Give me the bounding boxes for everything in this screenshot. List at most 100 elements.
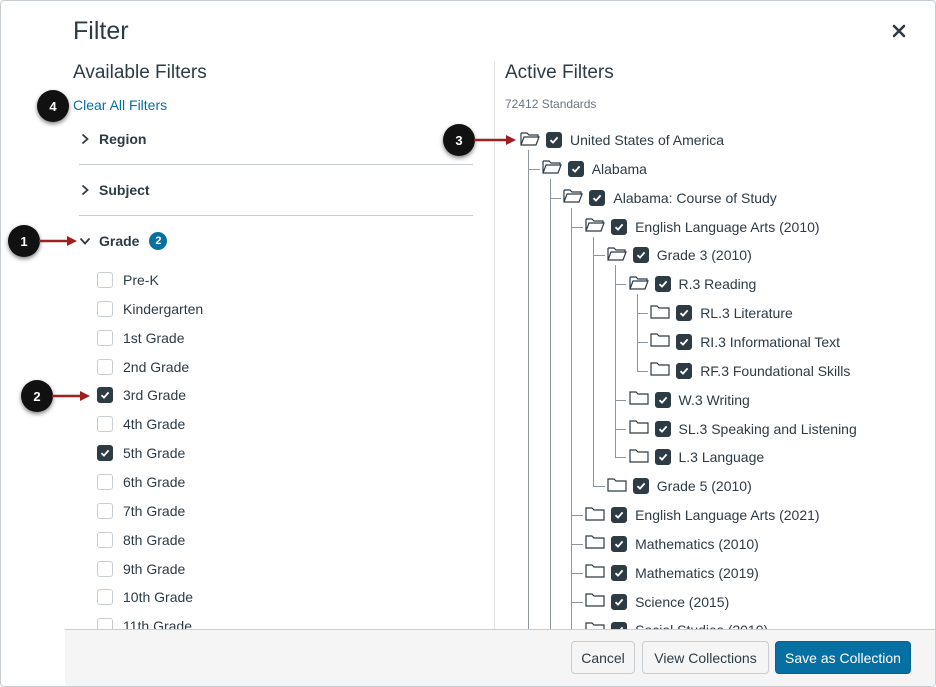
tree-node[interactable]: W.3 Writing	[628, 390, 750, 410]
folder-icon[interactable]	[585, 563, 605, 582]
subject-section-toggle[interactable]: Subject	[79, 178, 473, 202]
checkbox-checked[interactable]	[632, 247, 649, 264]
grade-option[interactable]: 2nd Grade	[97, 357, 189, 377]
tree-connector	[636, 294, 638, 371]
checkbox-unchecked[interactable]	[97, 272, 113, 288]
grade-option-label: Kindergarten	[123, 300, 204, 317]
checkbox-checked[interactable]	[567, 160, 584, 177]
grade-option-label: 4th Grade	[123, 416, 186, 433]
grade-option[interactable]: 7th Grade	[97, 501, 185, 521]
tree-node[interactable]: RF.3 Foundational Skills	[650, 361, 850, 381]
checkbox-checked[interactable]	[589, 189, 606, 206]
checkbox-unchecked[interactable]	[97, 300, 113, 317]
folder-icon[interactable]	[585, 506, 605, 525]
folder-icon[interactable]	[628, 390, 649, 409]
tree-node[interactable]: R.3 Reading	[628, 274, 756, 294]
grade-option[interactable]: 6th Grade	[97, 472, 185, 492]
tree-node-label: Alabama	[591, 160, 647, 177]
cancel-button[interactable]: Cancel	[571, 641, 635, 674]
tree-node[interactable]: English Language Arts (2021)	[585, 505, 820, 525]
folder-icon[interactable]	[585, 592, 605, 611]
tree-node[interactable]: Alabama	[542, 159, 647, 179]
grade-option[interactable]: Kindergarten	[97, 299, 203, 319]
tree-node-label: Mathematics (2010)	[635, 535, 759, 552]
tree-node[interactable]: Mathematics (2010)	[585, 534, 759, 554]
grade-count-badge: 2	[149, 232, 168, 250]
checkbox-checked[interactable]	[676, 305, 693, 322]
grade-section-toggle[interactable]: Grade 2	[79, 229, 473, 253]
tree-node[interactable]: Alabama: Course of Study	[563, 188, 777, 208]
save-as-collection-button[interactable]: Save as Collection	[775, 641, 911, 674]
grade-option[interactable]: 3rd Grade	[97, 385, 186, 405]
grade-option[interactable]: 8th Grade	[97, 530, 185, 550]
tree-node-label: RI.3 Informational Text	[700, 333, 840, 350]
view-collections-button[interactable]: View Collections	[642, 641, 769, 674]
grade-option[interactable]: 4th Grade	[97, 414, 185, 434]
tree-connector	[528, 168, 540, 170]
grade-option[interactable]: 1st Grade	[97, 328, 184, 348]
clear-all-filters-link[interactable]: Clear All Filters	[73, 97, 168, 113]
checkbox-unchecked[interactable]	[97, 329, 113, 346]
folder-icon[interactable]	[650, 332, 670, 351]
tree-connector	[528, 158, 529, 629]
checkbox-checked[interactable]	[611, 507, 628, 524]
checkbox-checked[interactable]	[676, 333, 693, 350]
checkbox-unchecked[interactable]	[97, 502, 113, 519]
checkbox-checked[interactable]	[611, 535, 628, 552]
tree-node-label: W.3 Writing	[678, 391, 750, 408]
folder-open-icon[interactable]	[585, 217, 605, 236]
grade-option-label: 3rd Grade	[123, 387, 187, 404]
folder-open-icon[interactable]	[563, 188, 584, 207]
checkbox-unchecked[interactable]	[97, 473, 113, 490]
folder-icon[interactable]	[628, 419, 649, 438]
column-divider	[494, 61, 495, 631]
folder-open-icon[interactable]	[607, 246, 627, 265]
tree-node[interactable]: Science (2015)	[585, 592, 729, 612]
grade-option[interactable]: Pre-K	[97, 270, 159, 290]
region-section-toggle[interactable]: Region	[79, 127, 473, 151]
checkbox-checked[interactable]	[97, 445, 113, 462]
checkbox-checked[interactable]	[611, 593, 628, 610]
folder-open-icon[interactable]	[628, 275, 649, 294]
tree-node[interactable]: United States of America	[520, 130, 724, 150]
checkbox-unchecked[interactable]	[97, 416, 113, 433]
checkbox-unchecked[interactable]	[97, 589, 113, 606]
checkbox-unchecked[interactable]	[97, 560, 113, 577]
folder-open-icon[interactable]	[520, 131, 540, 150]
tree-node[interactable]: RL.3 Literature	[650, 303, 793, 323]
grade-option-label: 2nd Grade	[123, 358, 190, 375]
checkbox-checked[interactable]	[611, 564, 628, 581]
checkbox-checked[interactable]	[654, 449, 671, 466]
folder-icon[interactable]	[650, 304, 670, 323]
checkbox-checked[interactable]	[546, 132, 562, 148]
folder-icon[interactable]	[650, 361, 670, 380]
checkbox-checked[interactable]	[611, 218, 628, 235]
folder-open-icon[interactable]	[542, 159, 562, 178]
grade-option[interactable]: 10th Grade	[97, 587, 193, 607]
tree-node[interactable]: Grade 3 (2010)	[607, 245, 752, 265]
grade-option[interactable]: 9th Grade	[97, 559, 185, 579]
checkbox-checked[interactable]	[654, 276, 671, 293]
tree-node-label: Grade 3 (2010)	[656, 247, 752, 264]
folder-icon[interactable]	[607, 477, 627, 496]
tree-node[interactable]: Grade 5 (2010)	[607, 476, 752, 496]
checkbox-checked[interactable]	[676, 362, 693, 379]
checkbox-checked[interactable]	[654, 420, 671, 437]
checkbox-unchecked[interactable]	[97, 531, 113, 548]
tree-node[interactable]: RI.3 Informational Text	[650, 332, 840, 352]
checkbox-checked[interactable]	[632, 478, 649, 495]
checkbox-checked[interactable]	[654, 391, 671, 408]
tree-node[interactable]: English Language Arts (2010)	[585, 217, 820, 237]
folder-icon[interactable]	[585, 534, 605, 553]
checkbox-unchecked[interactable]	[97, 358, 113, 375]
tree-node[interactable]: L.3 Language	[628, 447, 764, 467]
checkbox-checked[interactable]	[97, 387, 113, 404]
grade-option-label: Pre-K	[123, 272, 159, 288]
folder-icon[interactable]	[628, 448, 649, 467]
tree-connector	[571, 226, 584, 228]
tree-connector	[593, 236, 595, 487]
tree-node[interactable]: SL.3 Speaking and Listening	[628, 419, 857, 439]
tree-node[interactable]: Mathematics (2019)	[585, 563, 759, 583]
grade-option[interactable]: 5th Grade	[97, 443, 185, 463]
close-icon[interactable]	[889, 21, 909, 41]
